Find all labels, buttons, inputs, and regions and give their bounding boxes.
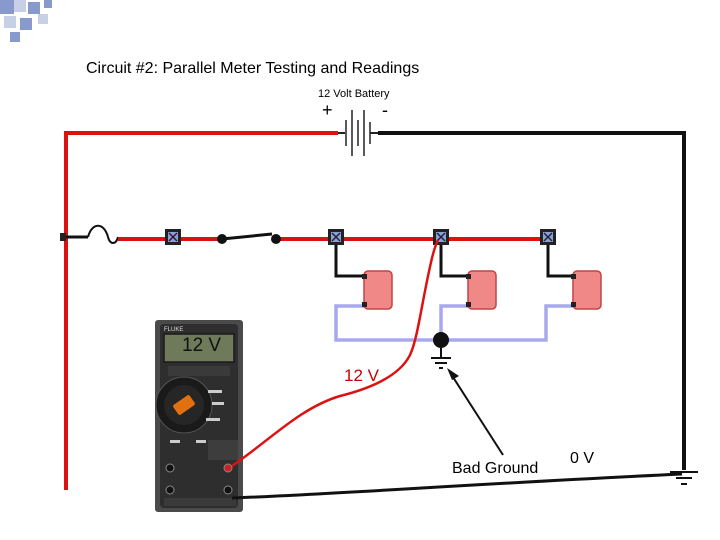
lamp-feed-wires — [334, 245, 576, 278]
lamp-1 — [363, 270, 393, 310]
meter-brand: FLUKE — [164, 327, 183, 333]
lamp-ground-wires — [334, 304, 576, 342]
multimeter: FLUKE — [155, 320, 243, 512]
battery-positive-sign: + — [322, 100, 333, 120]
bad-ground-arrow — [447, 368, 504, 456]
terminal-connectors — [165, 229, 556, 245]
ground-voltage-reading: 0 V — [570, 450, 595, 467]
lamps — [362, 270, 602, 310]
battery-negative-sign: - — [382, 100, 388, 120]
hot-wire-top — [64, 131, 338, 490]
wire-voltage-reading: 12 V — [344, 366, 379, 385]
lamp-2 — [467, 270, 497, 310]
meter-red-lead — [231, 239, 440, 468]
lamp-3 — [572, 270, 602, 310]
fuse-symbol — [60, 224, 119, 244]
bad-ground-point — [431, 332, 451, 369]
battery-symbol — [338, 110, 378, 156]
corner-decoration — [0, 0, 52, 42]
slide-title: Circuit #2: Parallel Meter Testing and R… — [86, 60, 420, 77]
meter-black-lead — [231, 472, 683, 500]
meter-display-reading: 12 V — [182, 335, 222, 356]
battery-label: 12 Volt Battery — [318, 88, 390, 100]
chassis-ground-symbol — [670, 471, 698, 485]
ground-wire-right — [378, 131, 686, 470]
bad-ground-label: Bad Ground — [452, 460, 539, 477]
switch-symbol — [217, 232, 281, 244]
